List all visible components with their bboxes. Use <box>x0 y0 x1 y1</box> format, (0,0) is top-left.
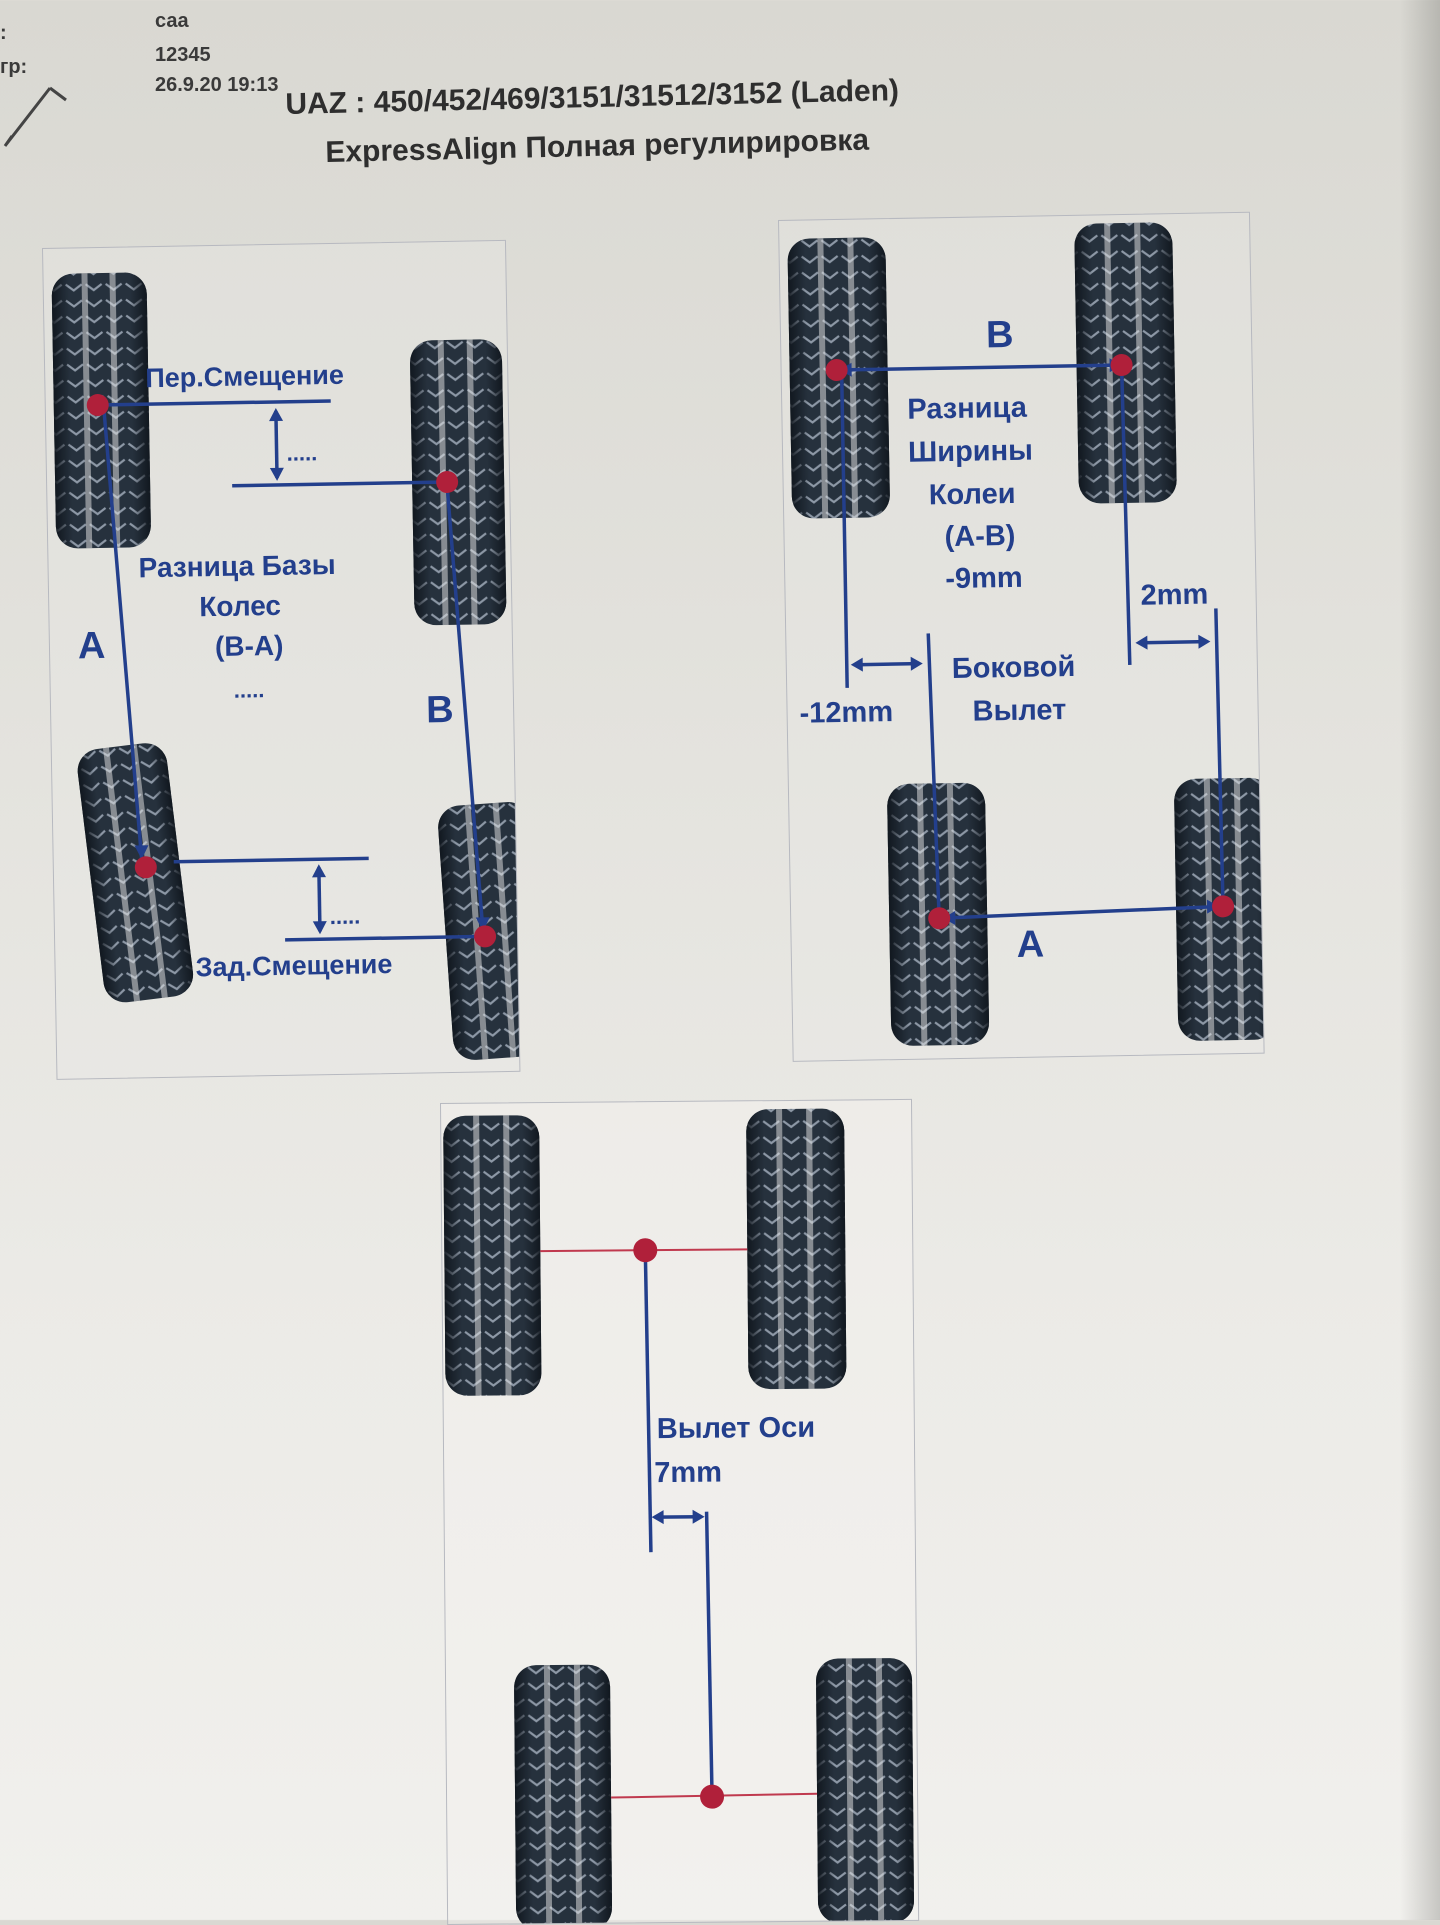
right-lateral-value: 2mm <box>1140 579 1208 612</box>
signature-scribble <box>0 78 80 158</box>
axle-offset-label: Вылет Оси <box>657 1412 816 1445</box>
track-label-a: A <box>1016 923 1044 965</box>
wheelbase-diff-value: ..... <box>234 677 265 703</box>
ball-rear-axle <box>700 1785 724 1809</box>
header-label-2: гр: <box>0 56 27 79</box>
axle-offset-value: 7mm <box>654 1457 722 1490</box>
wheelbase-diff-line1: Разница Базы <box>138 549 336 583</box>
operator-value: саа <box>155 10 189 33</box>
vehicle-title: UAZ : 450/452/469/3151/31512/3152 (Laden… <box>285 74 899 122</box>
lateral-label-line2: Вылет <box>972 694 1066 728</box>
tire-rear-right <box>816 1658 914 1924</box>
procedure-title: ExpressAlign Полная регулирировка <box>325 124 869 170</box>
track-diff-line1: Разница <box>907 392 1028 426</box>
tire-rear-left <box>514 1665 612 1925</box>
track-diff-line4: (A-B) <box>944 520 1015 553</box>
ball-front-axle <box>633 1238 657 1262</box>
header-label-1: : <box>0 22 7 45</box>
wheelbase-diff-line2: Колес <box>199 590 281 622</box>
front-offset-value: ..... <box>286 440 317 466</box>
order-number: 12345 <box>155 44 211 67</box>
front-offset-label: Пер.Смещение <box>145 360 344 393</box>
wheelbase-side-b: B <box>426 689 454 731</box>
tire-front-left <box>443 1115 541 1396</box>
left-lateral-value: -12mm <box>799 696 893 730</box>
track-diff-line2: Ширины <box>908 435 1033 469</box>
paper-edge-shadow <box>1400 0 1440 1920</box>
wheelbase-side-a: A <box>78 625 106 667</box>
rear-offset-label: Зад.Смещение <box>195 949 392 982</box>
track-width-diagram: B Разница Ширины Колеи (A-B) -9mm 2mm -1… <box>778 212 1265 1062</box>
wheelbase-diagram: Пер.Смещение ..... Разница Базы Колес (B… <box>42 240 520 1080</box>
track-diff-line3: Колеи <box>929 478 1016 512</box>
track-diff-value: -9mm <box>945 562 1023 595</box>
axle-offset-diagram: Вылет Оси 7mm <box>440 1099 919 1925</box>
lateral-label-line1: Боковой <box>952 651 1076 685</box>
print-datetime: 26.9.20 19:13 <box>155 74 278 97</box>
rear-offset-value: ..... <box>329 904 360 930</box>
wheelbase-diff-line3: (B-A) <box>215 630 284 662</box>
tire-front-right <box>746 1108 846 1389</box>
track-label-b: B <box>986 314 1014 356</box>
